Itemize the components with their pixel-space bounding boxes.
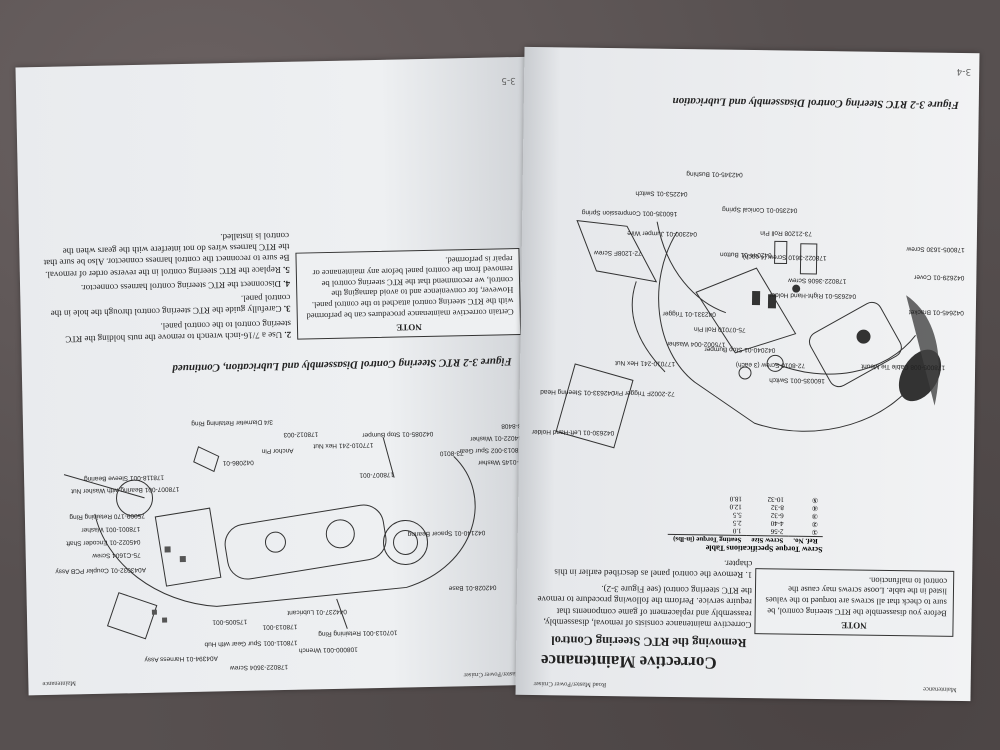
part-label: 044237-01 Lubricant xyxy=(287,607,348,616)
part-label: 178001-001 Washer xyxy=(81,525,141,534)
part-label: 042630-01 Left-Hand Holder xyxy=(531,427,615,437)
step-1: 1. Remove the control panel as described… xyxy=(554,558,753,581)
part-label: 042085-01 Stop Bumper xyxy=(362,429,434,439)
part-label: 042629-01 Cover xyxy=(914,273,965,282)
note-title: NOTE xyxy=(396,322,422,333)
right-page-header: Maintenance xyxy=(922,685,957,693)
left-note-box: NOTE Certain corrective maintenance proc… xyxy=(295,248,522,340)
part-label: 042645-01 Bracket xyxy=(908,308,964,317)
steering-control-exploded-diagram xyxy=(555,220,942,449)
part-label: 72-8010 Screw (3 each) xyxy=(735,360,806,369)
part-label: 042300-01 Jumper Wire xyxy=(627,229,698,238)
column-header: Seating Torque (in-lbs) xyxy=(668,534,747,545)
right-page-content: Maintenance Road Master/Power Cruiser Co… xyxy=(515,47,979,701)
part-label: 042635-01 Right-Hand Holder xyxy=(769,291,857,300)
left-page-content: Road Master/Power Cruiser Maintenance xyxy=(15,57,548,696)
step-item: 5. Replace the RTC steering control in t… xyxy=(43,230,290,280)
torque-spec-table: Screw Torque Specifications Table Ref. N… xyxy=(668,494,823,554)
part-label: 178012-003 xyxy=(283,430,319,438)
column-header: Screw Size xyxy=(746,535,789,545)
part-label: 042253-01 Switch xyxy=(635,189,688,198)
left-page-number: 3-5 xyxy=(501,75,516,86)
step-item: 3. Carefully guide the RTC steering cont… xyxy=(50,293,291,320)
part-label: 178013-001 xyxy=(262,622,298,631)
part-label: 042040-01 Stop Bumper xyxy=(704,345,776,354)
right-page-number: 3-4 xyxy=(956,65,972,77)
part-label: 72-1208F Screw xyxy=(593,248,642,257)
left-page-header-right: Maintenance xyxy=(42,679,77,688)
part-label: 042044-01 Button xyxy=(719,250,772,259)
part-label: 178013-002 Spur Gear xyxy=(459,445,526,455)
left-steps: 2. Use a 7/16-inch wrench to remove the … xyxy=(39,230,292,345)
step-item: 4. Disconnect the RTC steering control h… xyxy=(80,278,291,294)
part-label: 178005-1630 Screw xyxy=(906,245,965,254)
right-note-box: NOTE Before you disassemble the RTC stee… xyxy=(754,568,955,637)
part-label: 108000-001 Wrench xyxy=(298,645,358,654)
part-label: 160035-001 Switch xyxy=(769,376,825,385)
part-label: 73-21208 Roll Pin xyxy=(760,229,813,237)
intro-paragraph: Corrective maintenance consists of remov… xyxy=(537,584,753,631)
subsection-title: Removing the RTC Steering Control xyxy=(551,633,747,651)
part-label: 178005-008 Cable Tie Mount xyxy=(861,362,946,371)
part-label: 175005-001 xyxy=(212,617,248,626)
part-label: 178022-3604 Screw xyxy=(229,662,289,672)
part-label: 042350-01 Conical Spring xyxy=(722,205,798,214)
left-figure-caption: Figure 3-2 RTC Steering Control Disassem… xyxy=(172,355,512,375)
part-label: 042345-01 Bushing xyxy=(686,170,743,178)
part-label: 75-07010 Roll Pin xyxy=(693,325,746,333)
right-figure-caption: Figure 3-2 RTC Steering Control Disassem… xyxy=(672,94,959,111)
part-label: 042028-01 Base xyxy=(448,583,497,592)
part-label: 042331-01 Trigger xyxy=(662,309,716,318)
part-label: 042633-01 Steering Head xyxy=(540,388,615,397)
part-label: 178022-3606 Screw xyxy=(788,276,847,285)
part-label: 177010-241 Hex Nut xyxy=(615,359,676,367)
part-label: 178007-001 xyxy=(359,470,395,479)
part-label: A04394-01 Harness Assy xyxy=(144,654,218,663)
part-label: 044022-01 Washer xyxy=(470,433,526,443)
note-text: Before you disassemble the RTC steering … xyxy=(765,575,948,619)
part-label: Anchor Pin xyxy=(261,446,294,455)
column-header: Ref. No. xyxy=(788,536,823,546)
part-label: 160035-001 Compression Spring xyxy=(581,208,678,218)
spec-table: Ref. No. Screw Size Seating Torque (in-l… xyxy=(668,494,823,546)
part-label: 177010-241 Hex Nut xyxy=(313,441,374,450)
right-page: Maintenance Road Master/Power Cruiser Co… xyxy=(515,46,980,702)
step-item: 2. Use a 7/16-inch wrench to remove the … xyxy=(65,318,292,345)
part-label: 042086-01 xyxy=(222,458,254,467)
section-title: Corrective Maintenance xyxy=(540,651,717,673)
part-label: 73-8010 xyxy=(439,449,464,457)
part-label: 72-2002F Trigger Pin xyxy=(613,389,675,397)
note-title: NOTE xyxy=(841,620,867,631)
note-text: Certain corrective maintenance procedure… xyxy=(306,253,514,322)
left-page: Road Master/Power Cruiser Maintenance xyxy=(15,56,549,696)
steering-control-diagram-continued xyxy=(63,437,476,640)
part-label: 75-C1604 Screw xyxy=(92,550,141,560)
right-page-header-right: Road Master/Power Cruiser xyxy=(533,680,607,689)
